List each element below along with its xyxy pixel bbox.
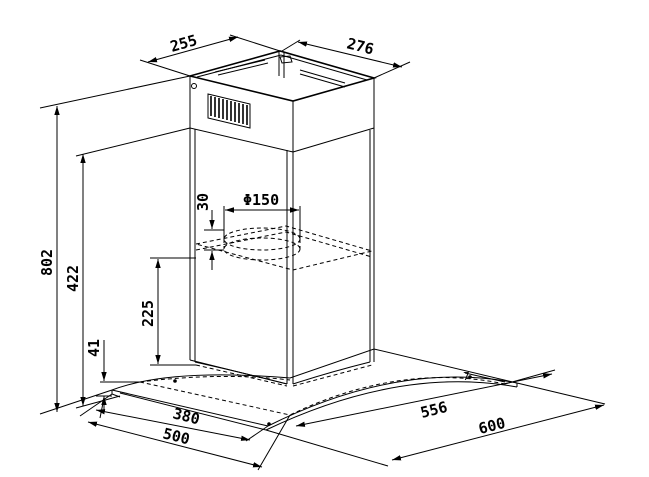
dim-canopy-height-41: 41 [85,339,103,357]
dim-outlet-offset-30: 30 [194,193,212,211]
dim-width-outer-600: 600 [477,414,508,438]
hood-body: 7 [111,50,518,431]
dimension-lines [39,34,606,471]
dim-inner-height-225: 225 [139,300,157,327]
vent-slots [207,93,251,129]
corner-mark-label: 7 [463,370,470,383]
dimension-labels: 255 276 802 422 41 225 30 Φ150 380 500 5… [38,31,507,448]
dim-width-inner-556: 556 [419,398,450,422]
dim-top-depth-255: 255 [168,31,199,56]
dim-chimney-height-422: 422 [64,265,82,292]
lower-chimney [189,128,375,385]
upper-flue-cover [186,50,377,153]
dim-depth-inner-380: 380 [171,404,202,428]
dim-total-height-802: 802 [38,249,56,276]
outlet-collar [195,225,374,271]
dim-outlet-diameter-150: Φ150 [243,191,279,209]
